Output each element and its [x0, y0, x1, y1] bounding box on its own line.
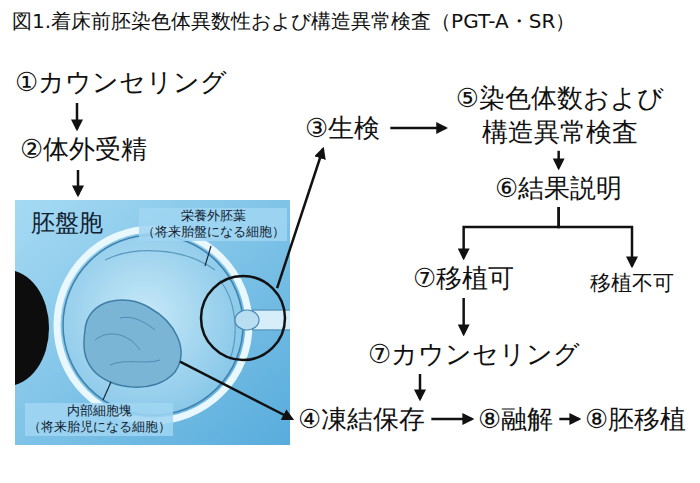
flow-arrow	[390, 127, 446, 130]
step-label: ⑧胚移植	[585, 403, 686, 437]
cell-texture	[95, 317, 160, 365]
text-slot: 栄養外胚葉 （将来胎盤になる細胞）	[139, 208, 287, 241]
flow-arrow	[462, 298, 465, 334]
flow-arrow	[277, 149, 323, 288]
step-label: ⑥結果説明	[495, 172, 622, 206]
flow-arrow	[557, 151, 560, 168]
step-label: ②体外受精	[20, 133, 147, 167]
text-slot: 内部細胞塊 （将来胎児になる細胞）	[25, 403, 173, 436]
photo-panel: 胚盤胞 栄養外胚葉 （将来胎盤になる細胞） 内部細胞塊 （将来胎児になる細胞）	[15, 200, 290, 445]
step-label: ⑦移植可	[413, 262, 514, 296]
step-label: ④凍結保存	[298, 403, 425, 437]
leader-line	[103, 382, 111, 400]
step-text: 移植不可	[590, 270, 674, 297]
callout-circle	[201, 276, 285, 360]
step-text: ⑤染色体数および 構造異常検査	[430, 82, 690, 150]
step-text: ③生検	[305, 112, 380, 146]
step-label: ⑤染色体数および 構造異常検査	[430, 82, 690, 150]
step-text: ⑥結果説明	[495, 172, 622, 206]
trophectoderm-texture	[105, 251, 235, 360]
photo-content	[15, 200, 290, 445]
photo-ground	[15, 200, 290, 445]
flow-arrow	[180, 362, 292, 419]
blastocyst-cavity	[63, 235, 243, 415]
biopsied-cells	[235, 310, 259, 330]
step-label: ①カウンセリング	[15, 66, 227, 100]
flow-arrow	[76, 103, 79, 129]
step-text: ⑦移植可	[413, 262, 514, 296]
step-text: ①カウンセリング	[15, 66, 227, 100]
part-label: 栄養外胚葉 （将来胎盤になる細胞）	[139, 208, 287, 241]
flow-arrow	[431, 418, 472, 421]
step-text: ⑦カウンセリング	[368, 338, 580, 372]
step-label: ③生検	[305, 112, 380, 146]
flow-arrow	[464, 207, 559, 258]
step-label: 移植不可	[590, 270, 674, 297]
zona-pellucida	[57, 229, 249, 421]
step-text: ⑧融解	[478, 403, 553, 437]
photo-title: 胚盤胞	[31, 208, 103, 238]
holding-pipette	[15, 270, 49, 386]
flow-arrow	[559, 418, 579, 421]
part-label: 内部細胞塊 （将来胎児になる細胞）	[25, 403, 173, 436]
step-text: ⑧胚移植	[585, 403, 686, 437]
step-text: ④凍結保存	[298, 403, 425, 437]
text-slot: 胚盤胞	[31, 208, 103, 238]
step-text: ②体外受精	[20, 133, 147, 167]
leader-line	[205, 246, 211, 266]
flow-arrow	[559, 207, 632, 266]
flow-arrow	[77, 170, 80, 195]
step-label: ⑧融解	[478, 403, 553, 437]
flow-arrow	[419, 374, 422, 399]
inner-cell-mass	[84, 300, 181, 387]
step-label: ⑦カウンセリング	[368, 338, 580, 372]
figure-title: 図1.着床前胚染色体異数性および構造異常検査（PGT-A・SR）	[12, 8, 575, 34]
